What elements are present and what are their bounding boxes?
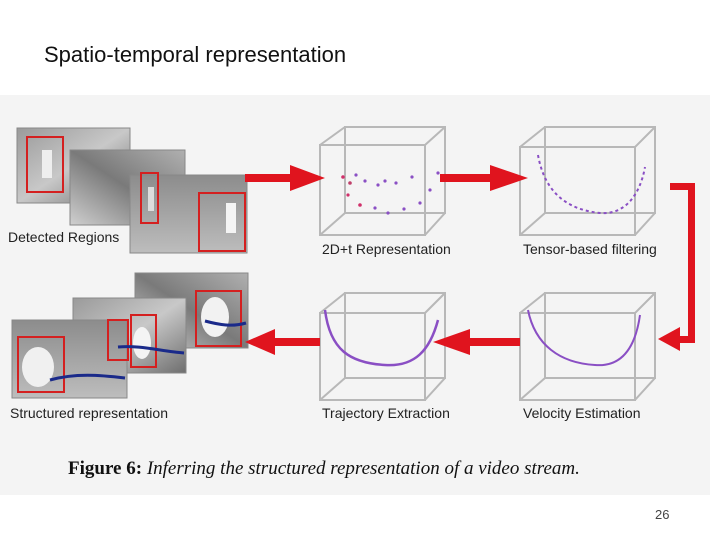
arrow-to-velocity xyxy=(658,183,695,351)
detected-regions-frames xyxy=(16,127,248,254)
cube-tensor xyxy=(519,126,656,236)
arrow-to-tensor xyxy=(440,165,528,191)
label-velocity-estimation: Velocity Estimation xyxy=(523,405,641,421)
curve-tensor xyxy=(537,154,646,215)
figure-panel xyxy=(0,95,710,495)
caption-text: Inferring the structured representation … xyxy=(146,458,580,479)
page-number: 26 xyxy=(655,507,670,522)
label-2dt-representation: 2D+t Representation xyxy=(322,241,451,257)
slide-title: Spatio-temporal representation xyxy=(44,42,347,67)
curve-trajectory xyxy=(323,309,440,367)
cube-2dt xyxy=(319,126,446,236)
pipeline-diagram xyxy=(11,126,695,401)
caption-figure-label: Figure 6: xyxy=(68,458,143,479)
cube-velocity xyxy=(519,292,656,401)
structured-representation-frames xyxy=(11,272,249,399)
arrow-to-2dt xyxy=(245,165,325,191)
figure-caption: Figure 6: Inferring the structured repre… xyxy=(68,458,580,480)
curve-velocity xyxy=(527,309,641,367)
label-detected-regions: Detected Regions xyxy=(8,229,120,245)
arrow-to-trajectory xyxy=(433,329,520,355)
cube-trajectory xyxy=(319,292,446,401)
arrow-to-structured xyxy=(245,329,320,355)
points-2dt xyxy=(341,171,440,215)
label-tensor-filtering: Tensor-based filtering xyxy=(523,241,657,257)
label-trajectory-extraction: Trajectory Extraction xyxy=(322,405,450,421)
label-structured-representation: Structured representation xyxy=(10,405,168,421)
